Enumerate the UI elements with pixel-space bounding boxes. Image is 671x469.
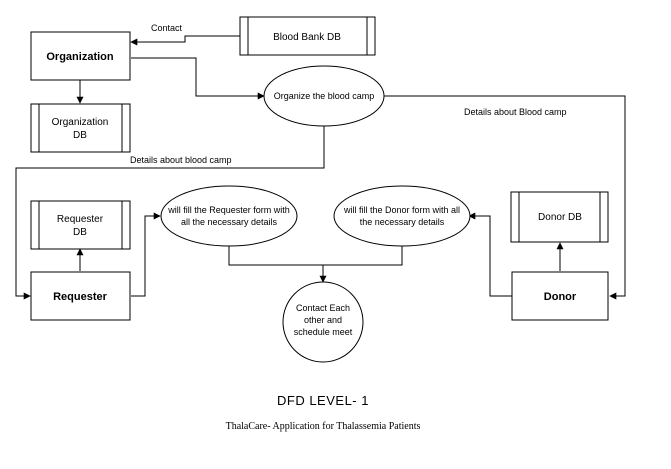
edges [15,35,626,300]
entity-requester: Requester [30,271,131,321]
caption-title: DFD LEVEL- 1 [277,393,369,408]
store-donor-db-label: Donor DB [538,212,582,223]
entity-organization-label: Organization [46,51,114,63]
store-organization-db: Organization DB [30,103,131,153]
edge-label-details-right: Details about Blood camp [464,107,567,117]
edge-label-contact: Contact [151,23,183,33]
process-requester-form-line-1: will fill the Requester form with [167,205,290,215]
edge-donor-to-donorform [468,212,513,297]
edge-camp-to-requester [15,125,325,300]
store-requester-db-line-1: Requester [57,214,104,225]
process-donor-form-line-2: the necessary details [360,217,445,227]
caption-subtitle: ThalaCare- Application for Thalassemia P… [226,421,421,432]
process-donor-form: will fill the Donor form with all the ne… [333,185,471,247]
process-contact-line-2: other and [304,315,342,325]
process-requester-form: will fill the Requester form with all th… [160,185,298,247]
store-requester-db: Requester DB [30,200,131,250]
edge-label-details-left: Details about blood camp [130,155,232,165]
entity-donor: Donor [511,271,609,321]
entity-donor-label: Donor [544,291,577,303]
process-contact-line-3: schedule meet [294,327,353,337]
edge-bloodbank-to-organization [130,35,240,46]
store-blood-bank-db: Blood Bank DB [239,16,376,56]
store-donor-db: Donor DB [510,191,609,243]
store-organization-db-line-2: DB [73,130,87,141]
edge-reqform-to-merge [228,245,403,266]
edge-organization-to-camp [131,57,265,100]
process-contact: Contact Each other and schedule meet [282,281,364,363]
edge-camp-to-donor [384,95,626,300]
process-organize-camp: Organize the blood camp [263,65,385,127]
entity-requester-label: Requester [53,291,108,303]
process-donor-form-line-1: will fill the Donor form with all [343,205,460,215]
store-organization-db-line-1: Organization [52,117,109,128]
entity-organization: Organization [30,31,131,81]
process-contact-line-1: Contact Each [296,303,350,313]
process-requester-form-line-2: all the necessary details [181,217,278,227]
process-organize-camp-label: Organize the blood camp [274,91,375,101]
edge-requester-to-reqform [131,212,161,297]
store-requester-db-line-2: DB [73,227,87,238]
store-blood-bank-db-label: Blood Bank DB [273,32,341,43]
